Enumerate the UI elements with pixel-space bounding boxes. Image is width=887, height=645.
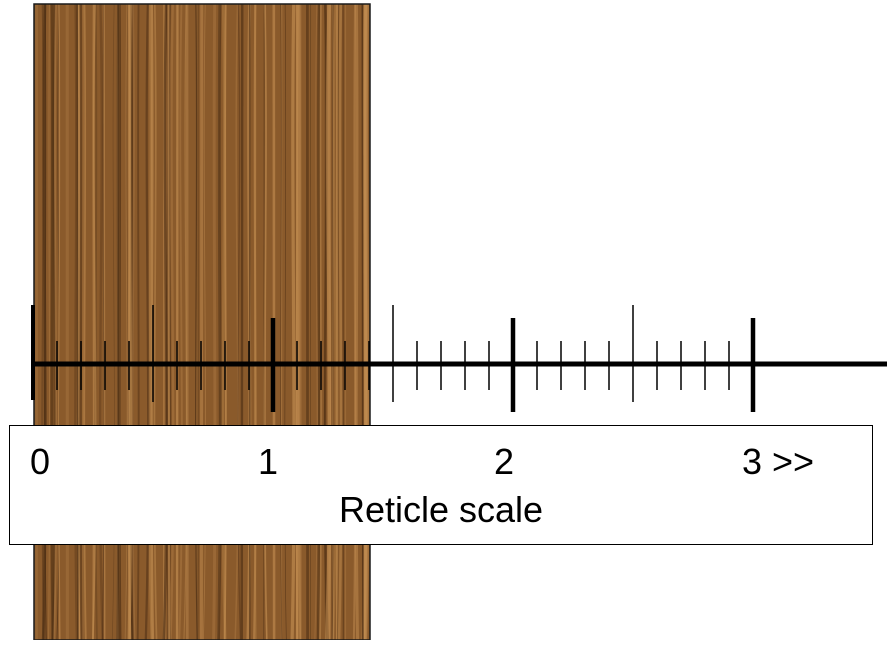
- scale-caption: Reticle scale: [338, 489, 544, 530]
- scale-label-2: 2: [494, 441, 515, 482]
- scale-label-1: 1: [258, 441, 279, 482]
- scale-label-0: 0: [30, 441, 51, 482]
- scale-label-panel: 0 1 2 3 >> Reticle scale: [9, 425, 873, 545]
- scale-label-3: 3 >>: [742, 441, 815, 482]
